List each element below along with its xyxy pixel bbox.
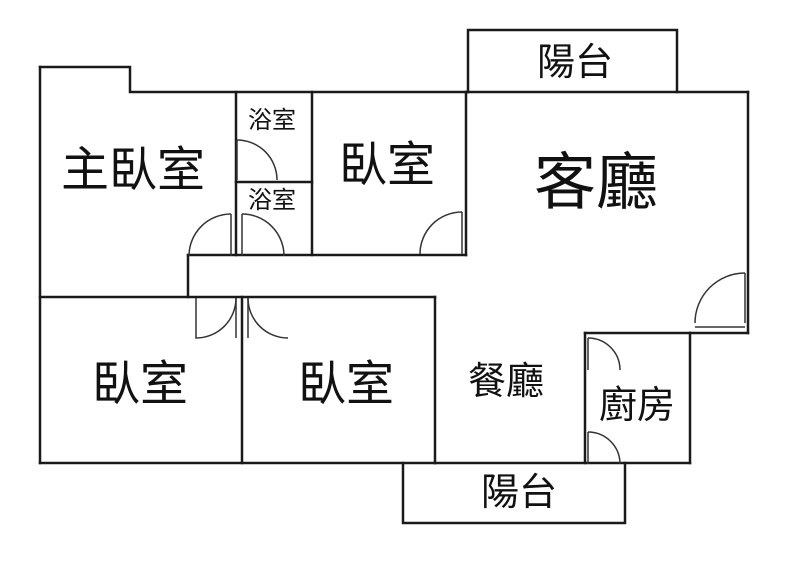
door-living-room: [694, 272, 746, 328]
door-bedroom-lower-left: [195, 297, 237, 339]
door-bedroom-upper: [419, 211, 463, 255]
label-dining-room: 餐廳: [468, 359, 544, 403]
label-bathroom-upper: 浴室: [248, 106, 296, 134]
label-balcony-top: 陽台: [537, 40, 613, 84]
door-bath-upper: [236, 139, 278, 181]
balcony-bottom: [401, 461, 627, 525]
door-master-bedroom: [188, 213, 232, 257]
balcony-top: [466, 28, 679, 94]
exterior-walls: [38, 65, 750, 465]
label-kitchen: 廚房: [599, 383, 675, 427]
label-bedroom-lower-middle: 臥室: [298, 356, 394, 412]
door-kitchen-upper: [587, 337, 621, 371]
label-bedroom-upper: 臥室: [339, 137, 435, 193]
door-bedroom-lower-middle: [247, 297, 289, 339]
door-kitchen-lower: [587, 431, 621, 465]
doors: [188, 139, 746, 465]
label-balcony-bottom: 陽台: [481, 470, 557, 514]
label-bathroom-lower: 浴室: [248, 186, 296, 214]
label-master-bedroom: 主臥室: [61, 142, 205, 198]
room-labels: 客廳 主臥室 浴室 浴室 臥室 臥室 臥室 餐廳 廚房 陽台 陽台: [61, 40, 675, 514]
interior-walls: [38, 90, 692, 465]
label-bedroom-lower-left: 臥室: [92, 356, 188, 412]
door-bath-lower: [241, 213, 285, 257]
label-living-room: 客廳: [534, 146, 658, 219]
